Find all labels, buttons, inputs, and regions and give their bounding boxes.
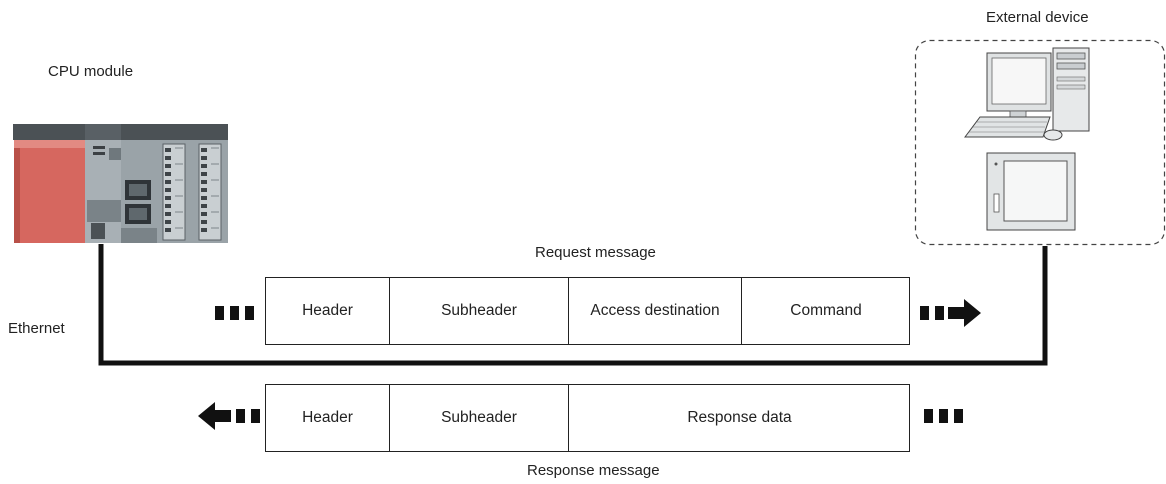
ellipsis-square <box>939 409 948 423</box>
ethernet-label: Ethernet <box>8 320 65 337</box>
ellipsis-square <box>236 409 245 423</box>
request-field-subheader: Subheader <box>441 302 517 319</box>
arrow-right-icon <box>948 299 981 327</box>
ellipsis-square <box>230 306 239 320</box>
response-field-response-data: Response data <box>687 409 792 426</box>
request-field-header: Header <box>302 302 353 319</box>
cpu-module-image <box>13 124 228 243</box>
request-field-access-destination: Access destination <box>590 302 720 319</box>
ellipsis-square <box>935 306 944 320</box>
pc-icon <box>964 47 1090 141</box>
external-device-label: External device <box>986 9 1089 26</box>
response-message-frame: Header Subheader Response data <box>265 384 910 452</box>
request-message-label: Request message <box>535 244 656 261</box>
touch-panel-icon <box>986 152 1076 231</box>
external-device-frame <box>914 39 1166 246</box>
ellipsis-square <box>251 409 260 423</box>
ellipsis-square <box>924 409 933 423</box>
ellipsis-square <box>215 306 224 320</box>
response-message-label: Response message <box>527 462 660 479</box>
ellipsis-square <box>920 306 929 320</box>
response-field-subheader: Subheader <box>441 409 517 426</box>
ellipsis-square <box>954 409 963 423</box>
response-field-header: Header <box>302 409 353 426</box>
request-field-command: Command <box>790 302 862 319</box>
ellipsis-square <box>245 306 254 320</box>
cpu-module-label: CPU module <box>48 63 134 80</box>
arrow-left-icon <box>198 402 231 430</box>
request-message-frame: Header Subheader Access destination Comm… <box>265 277 910 345</box>
